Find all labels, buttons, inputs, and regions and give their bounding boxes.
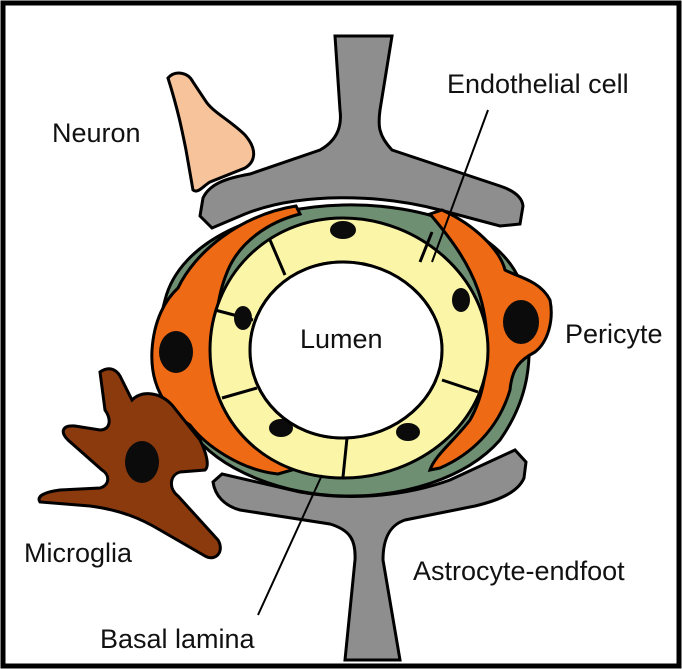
microglia-nucleus xyxy=(125,441,159,483)
label-microglia: Microglia xyxy=(24,538,133,568)
endothelial-nucleus xyxy=(234,306,252,330)
endothelial-nucleus xyxy=(330,221,356,239)
label-neuron: Neuron xyxy=(52,118,141,148)
label-endothelial-cell: Endothelial cell xyxy=(447,69,629,99)
endothelial-nucleus xyxy=(396,423,420,441)
endothelial-nucleus xyxy=(452,288,470,312)
label-pericyte: Pericyte xyxy=(565,319,663,349)
pericyte-nucleus xyxy=(159,331,193,373)
label-basal-lamina: Basal lamina xyxy=(100,624,256,654)
label-lumen: Lumen xyxy=(300,324,383,354)
label-astrocyte-endfoot: Astrocyte-endfoot xyxy=(413,556,625,586)
pericyte-nucleus xyxy=(503,300,539,344)
astrocyte-endfoot-top xyxy=(200,36,523,228)
neuron-shape xyxy=(168,73,254,191)
